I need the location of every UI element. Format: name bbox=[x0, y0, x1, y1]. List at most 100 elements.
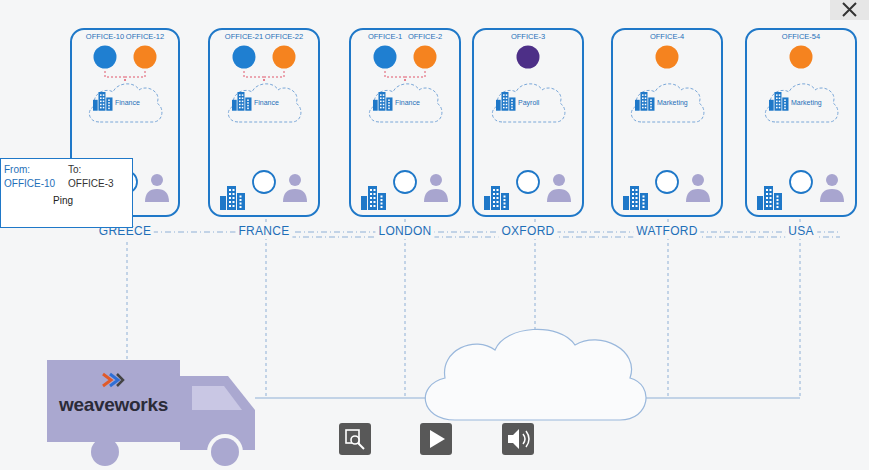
building-icon bbox=[484, 186, 509, 210]
office-node: OFFICE-2 bbox=[402, 33, 448, 71]
office-node: OFFICE-1 bbox=[362, 33, 408, 71]
site-label: USA bbox=[785, 225, 817, 239]
building-icon bbox=[93, 92, 113, 111]
callout-text: OFFICE-3 bbox=[68, 178, 114, 190]
link-line bbox=[105, 71, 125, 83]
office-circle bbox=[516, 45, 540, 69]
person-icon bbox=[686, 174, 710, 202]
network-cloud: Finance bbox=[85, 80, 165, 126]
drop-wire bbox=[127, 242, 128, 362]
port-circle bbox=[517, 171, 539, 193]
office-circle bbox=[232, 45, 256, 69]
network-cloud: Finance bbox=[224, 80, 304, 126]
group-label: Finance bbox=[115, 99, 140, 107]
callout-text: Ping bbox=[53, 195, 73, 207]
office-circle bbox=[655, 45, 679, 69]
link-line bbox=[125, 71, 145, 83]
office-label: OFFICE-1 bbox=[362, 33, 408, 42]
office-node: OFFICE-4 bbox=[644, 33, 690, 71]
group-label: Finance bbox=[254, 99, 279, 107]
office-label: OFFICE-21 bbox=[221, 33, 267, 42]
building-icon bbox=[373, 92, 393, 114]
site-label: WATFORD bbox=[633, 225, 700, 239]
weaveworks-logo bbox=[101, 370, 125, 390]
port-circle bbox=[253, 171, 275, 193]
site-label: FRANCE bbox=[235, 225, 292, 239]
building-icon bbox=[496, 92, 516, 111]
office-node: OFFICE-3 bbox=[505, 33, 551, 71]
person-icon bbox=[283, 174, 307, 202]
building-icon bbox=[757, 186, 782, 210]
site-panel: OFFICE-3PayrollOXFORD bbox=[472, 28, 584, 217]
callout-text: OFFICE-10 bbox=[4, 178, 55, 190]
office-circle bbox=[413, 45, 437, 69]
office-label: OFFICE-3 bbox=[505, 33, 551, 42]
site-label: OXFORD bbox=[498, 225, 557, 239]
building-icon bbox=[373, 92, 393, 111]
person-icon bbox=[145, 174, 169, 202]
ping-callout: From: OFFICE-10 To: OFFICE-3Ping bbox=[0, 158, 133, 228]
office-label: OFFICE-2 bbox=[402, 33, 448, 42]
port-circle bbox=[394, 171, 416, 193]
weaveworks-truck: weaveworks bbox=[47, 360, 180, 442]
link-line bbox=[385, 71, 405, 83]
office-label: OFFICE-54 bbox=[778, 33, 824, 42]
building-icon bbox=[220, 186, 245, 210]
building-icon bbox=[232, 92, 252, 111]
building-icon bbox=[232, 92, 252, 114]
network-cloud: Marketing bbox=[761, 80, 841, 126]
drop-wire bbox=[668, 219, 669, 398]
link-line bbox=[264, 71, 284, 83]
office-node: OFFICE-12 bbox=[122, 33, 168, 71]
site-panel: OFFICE-21OFFICE-22FinanceFRANCE bbox=[208, 28, 320, 217]
person-icon bbox=[547, 174, 571, 202]
callout-text: To: bbox=[68, 164, 81, 176]
building-icon bbox=[769, 92, 789, 111]
site-label: LONDON bbox=[375, 225, 434, 239]
link-line bbox=[405, 71, 425, 83]
building-icon bbox=[361, 186, 386, 210]
bus-wire bbox=[290, 237, 840, 238]
building-icon bbox=[623, 186, 648, 210]
office-node: OFFICE-21 bbox=[221, 33, 267, 71]
office-circle bbox=[789, 45, 813, 69]
building-icon bbox=[496, 92, 516, 114]
link-line bbox=[244, 71, 264, 83]
port-circle bbox=[656, 171, 678, 193]
office-label: OFFICE-22 bbox=[261, 33, 307, 42]
drop-wire bbox=[405, 219, 406, 398]
office-label: OFFICE-12 bbox=[122, 33, 168, 42]
office-circle bbox=[133, 45, 157, 69]
close-button bbox=[830, 0, 869, 20]
port-circle bbox=[790, 171, 812, 193]
video-controls bbox=[339, 423, 534, 455]
brand-label: weaveworks bbox=[47, 394, 180, 416]
office-node: OFFICE-54 bbox=[778, 33, 824, 71]
network-cloud: Finance bbox=[365, 80, 445, 126]
group-label: Payroll bbox=[518, 99, 539, 107]
group-label: Marketing bbox=[657, 99, 688, 107]
callout-text: From: bbox=[4, 164, 30, 176]
network-cloud: Marketing bbox=[627, 80, 707, 126]
site-panel: OFFICE-4MarketingWATFORD bbox=[611, 28, 723, 217]
drop-wire bbox=[800, 219, 801, 398]
office-circle bbox=[373, 45, 397, 69]
network-cloud: Payroll bbox=[488, 80, 568, 126]
internet-cloud bbox=[425, 329, 646, 420]
site-icons bbox=[82, 171, 844, 210]
site-panel: OFFICE-1OFFICE-2FinanceLONDON bbox=[349, 28, 461, 217]
person-icon bbox=[820, 174, 844, 202]
office-circle bbox=[93, 45, 117, 69]
building-icon bbox=[635, 92, 655, 111]
office-node: OFFICE-10 bbox=[82, 33, 128, 71]
building-icon bbox=[769, 92, 789, 114]
group-label: Finance bbox=[395, 99, 420, 107]
building-icon bbox=[93, 92, 113, 114]
group-label: Marketing bbox=[791, 99, 822, 107]
office-circle bbox=[272, 45, 296, 69]
site-panel: OFFICE-54MarketingUSA bbox=[745, 28, 857, 217]
building-icon bbox=[635, 92, 655, 114]
office-node: OFFICE-22 bbox=[261, 33, 307, 71]
office-label: OFFICE-10 bbox=[82, 33, 128, 42]
